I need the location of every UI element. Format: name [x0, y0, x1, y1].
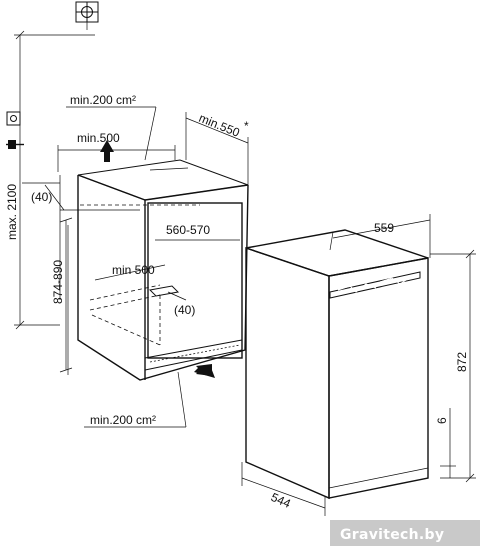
- unit-depth-label: 544: [269, 490, 293, 511]
- watermark: Gravitech.by: [330, 520, 480, 546]
- water-connection-icon: [75, 1, 99, 30]
- niche-height-dimension: 874-890: [51, 217, 73, 373]
- depth-top-label: min.500: [77, 131, 120, 145]
- offset-left-dimension: (40): [22, 182, 65, 211]
- unit-depth-dimension: 544: [241, 462, 326, 516]
- airflow-arrow-icon: [100, 140, 114, 162]
- vent-bottom-dimension: min.200 cm²: [84, 371, 187, 428]
- plug-icon: [6, 140, 24, 149]
- asterisk-label: *: [244, 119, 249, 133]
- watermark-text: Gravitech.by: [340, 527, 444, 543]
- vent-top-label: min.200 cm²: [70, 93, 136, 107]
- vent-bottom-label: min.200 cm²: [90, 413, 156, 427]
- inner-offset-label: (40): [174, 303, 195, 317]
- unit-height-dimension: 872: [430, 249, 476, 483]
- niche-width-label: 560-570: [166, 223, 210, 237]
- niche-height-label: 874-890: [51, 260, 65, 304]
- bottom-airflow-arrow-icon: [178, 360, 215, 378]
- socket-icon: [6, 111, 21, 126]
- plinth-dimension: 6: [435, 408, 456, 478]
- fridge-unit: [245, 229, 429, 500]
- unit-height-label: 872: [455, 352, 469, 372]
- width-top-label: min.550: [197, 111, 242, 140]
- max-height-label: max. 2100: [5, 184, 19, 240]
- plinth-label: 6: [435, 417, 449, 424]
- max-height-dimension: max. 2100: [5, 30, 95, 330]
- unit-width-dimension: 559: [329, 214, 431, 258]
- unit-width-label: 559: [374, 221, 394, 235]
- inner-depth-label: min 500: [112, 263, 155, 277]
- niche-cabinet: [59, 159, 249, 381]
- niche-width-dimension: 560-570: [155, 223, 240, 241]
- offset-left-label: (40): [31, 190, 52, 204]
- inner-depth-dimension: min 500 (40): [94, 263, 195, 317]
